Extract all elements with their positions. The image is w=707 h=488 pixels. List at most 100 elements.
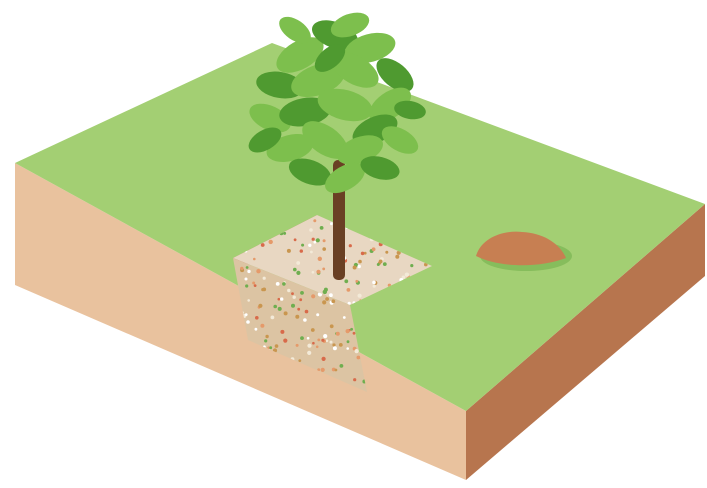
soil-particle [256,269,260,273]
soil-particle [229,388,233,392]
soil-particle [395,255,399,259]
soil-particle [249,389,252,392]
soil-particle [410,264,413,267]
soil-particle [278,307,282,311]
soil-particle [332,343,335,346]
soil-particle [246,320,250,324]
soil-particle [346,329,350,333]
soil-particle [330,324,334,328]
soil-particle [372,247,376,251]
soil-particle [271,316,275,320]
soil-particle [316,270,320,274]
soil-particle [323,290,327,294]
soil-particle [349,244,352,247]
soil-particle [294,238,297,241]
soil-particle [377,263,380,266]
soil-particle [312,238,315,241]
soil-particle [254,284,257,287]
soil-particle [325,297,329,301]
soil-particle [316,313,319,316]
soil-particle [255,316,259,320]
soil-particle [283,232,286,235]
soil-particle [305,310,309,314]
soil-particle [307,337,310,340]
soil-particle [284,311,288,315]
soil-particle [358,260,362,264]
soil-particle [373,285,376,288]
soil-particle [263,277,266,280]
soil-particle [372,281,376,285]
soil-particle [331,299,335,303]
soil-particle [321,368,325,372]
soil-particle [291,292,294,295]
soil-particle [312,342,315,345]
soil-particle [343,316,346,319]
soil-particle [322,300,326,304]
soil-particle [322,268,325,271]
soil-particle [300,249,303,252]
soil-particle [245,284,248,287]
soil-particle [287,249,291,253]
soil-particle [383,262,387,266]
soil-particle [336,332,340,336]
soil-particle [260,324,264,328]
soil-particle [261,243,265,247]
soil-particle [280,297,283,300]
soil-particle [347,340,350,343]
soil-particle [283,339,287,343]
soil-particle [269,240,273,244]
soil-particle [296,344,299,347]
soil-particle [273,305,277,309]
soil-particle [299,298,302,301]
soil-particle [308,244,311,247]
soil-particle [307,351,311,355]
soil-particle [240,267,243,270]
soil-particle [347,288,351,292]
soil-particle [291,304,295,308]
soil-particle [316,238,320,242]
soil-particle [301,244,304,247]
soil-particle [247,270,250,273]
soil-particle [275,344,279,348]
soil-particle [293,296,296,299]
soil-particle [310,251,313,254]
soil-particle [358,265,361,268]
soil-particle [252,282,255,285]
soil-particle [311,328,315,332]
soil-particle [361,252,365,256]
soil-particle [246,266,249,269]
soil-particle [405,273,409,277]
soil-particle [333,346,337,350]
soil-particle [293,268,297,272]
soil-particle [309,228,313,232]
soil-particle [355,349,359,353]
soil-particle [298,359,301,362]
soil-particle [280,330,284,334]
soil-particle [353,332,356,335]
soil-particle [295,315,299,319]
soil-particle [323,239,326,242]
soil-particle [318,257,322,261]
soil-particle [264,339,267,342]
soil-particle [287,289,290,292]
soil-particle [329,293,333,297]
soil-particle [350,328,353,331]
soil-particle [358,294,362,298]
soil-particle [330,341,333,344]
soil-particle [326,339,329,342]
soil-particle [313,219,316,222]
soil-particle [296,271,300,275]
soil-particle [269,346,272,349]
soil-particle [340,364,344,368]
soil-particle [261,288,264,291]
soil-particle [303,318,307,322]
soil-particle [346,347,349,350]
soil-particle [276,282,280,286]
soil-particle [322,247,326,251]
soil-particle [353,378,356,381]
soil-particle [330,222,333,225]
soil-particle [247,299,250,302]
soil-particle [385,251,388,254]
soil-particle [253,258,256,261]
